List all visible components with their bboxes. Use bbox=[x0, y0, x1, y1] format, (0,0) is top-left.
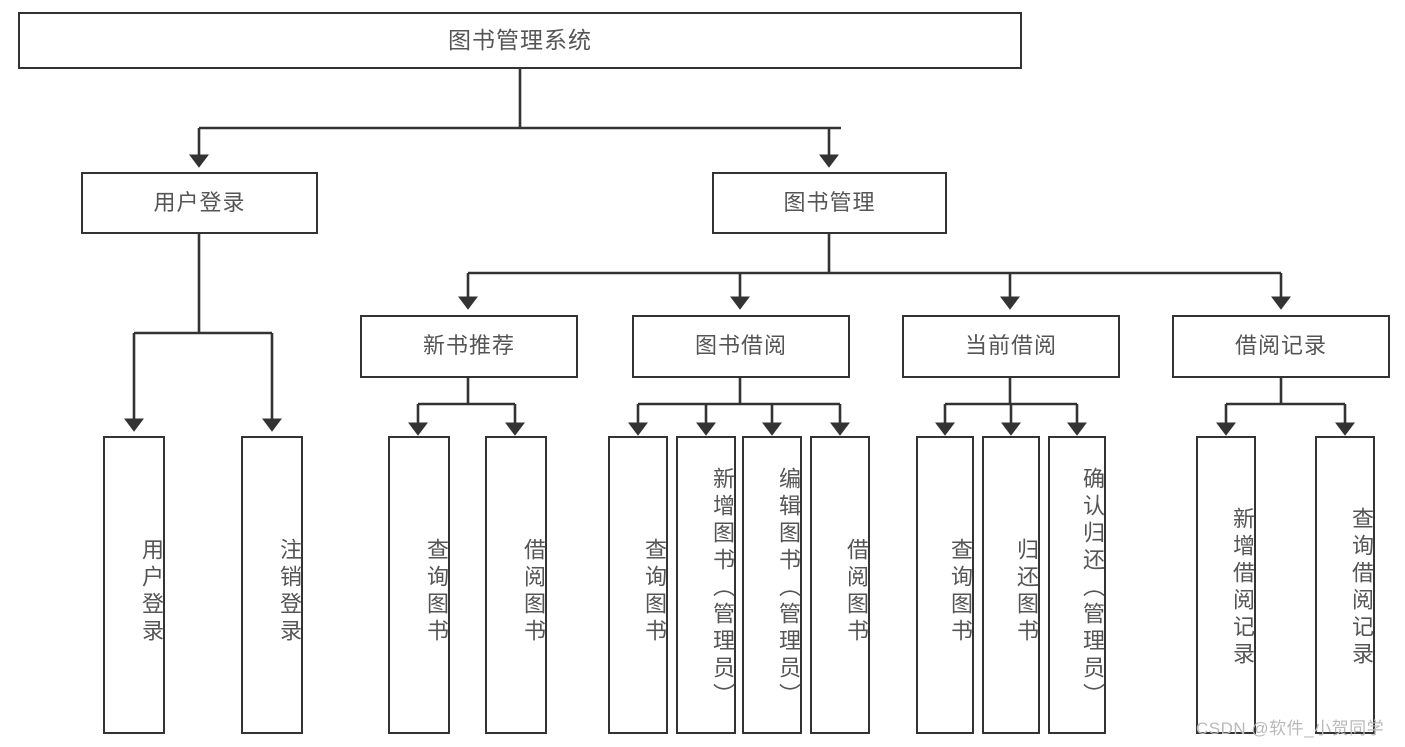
leaf-user-login-signout[interactable]: 注销登录 bbox=[241, 436, 303, 734]
node-label: 借阅图书 bbox=[844, 538, 869, 646]
node-label: 用户登录 bbox=[153, 189, 246, 215]
node-label: 图书借阅 bbox=[694, 333, 787, 359]
node-label: 查询图书 bbox=[948, 538, 973, 646]
leaf-record-add-record[interactable]: 新增借阅记录 bbox=[1196, 436, 1256, 734]
node-label: 编辑图书（管理员） bbox=[776, 466, 801, 710]
node-label: 借阅记录 bbox=[1234, 333, 1327, 359]
node-label: 查询借阅记录 bbox=[1349, 507, 1374, 669]
leaf-current-return-book[interactable]: 归还图书 bbox=[982, 436, 1040, 734]
leaf-current-query-book[interactable]: 查询图书 bbox=[916, 436, 974, 734]
leaf-user-login-signin[interactable]: 用户登录 bbox=[103, 436, 165, 734]
node-label: 用户登录 bbox=[139, 538, 164, 646]
node-label: 查询图书 bbox=[424, 538, 449, 646]
node-label: 查询图书 bbox=[642, 538, 667, 646]
node-root-system[interactable]: 图书管理系统 bbox=[18, 12, 1022, 69]
csdn-watermark: CSDN @软件_小贺同学 bbox=[1196, 719, 1385, 738]
node-label: 新增图书（管理员） bbox=[710, 466, 735, 710]
node-label: 借阅图书 bbox=[521, 538, 546, 646]
node-label: 新增借阅记录 bbox=[1230, 507, 1255, 669]
node-label: 当前借阅 bbox=[964, 333, 1057, 359]
leaf-borrow-borrow-book[interactable]: 借阅图书 bbox=[810, 436, 870, 734]
leaf-borrow-edit-book-admin[interactable]: 编辑图书（管理员） bbox=[742, 436, 802, 734]
node-borrow-record[interactable]: 借阅记录 bbox=[1172, 315, 1390, 378]
leaf-borrow-query-book[interactable]: 查询图书 bbox=[608, 436, 668, 734]
node-label: 确认归还（管理员） bbox=[1080, 466, 1105, 710]
node-book-borrow[interactable]: 图书借阅 bbox=[632, 315, 850, 378]
leaf-record-query-record[interactable]: 查询借阅记录 bbox=[1315, 436, 1375, 734]
node-label: 新书推荐 bbox=[422, 333, 515, 359]
node-user-login[interactable]: 用户登录 bbox=[81, 172, 318, 234]
node-label: 注销登录 bbox=[277, 538, 302, 646]
node-book-management[interactable]: 图书管理 bbox=[712, 172, 947, 234]
node-current-borrow[interactable]: 当前借阅 bbox=[902, 315, 1120, 378]
node-label: 归还图书 bbox=[1014, 538, 1039, 646]
leaf-new-book-borrow[interactable]: 借阅图书 bbox=[485, 436, 547, 734]
node-new-book-recommend[interactable]: 新书推荐 bbox=[360, 315, 578, 378]
node-label: 图书管理系统 bbox=[448, 26, 592, 53]
node-label: 图书管理 bbox=[783, 189, 876, 215]
leaf-new-book-query[interactable]: 查询图书 bbox=[388, 436, 450, 734]
leaf-borrow-add-book-admin[interactable]: 新增图书（管理员） bbox=[676, 436, 736, 734]
leaf-current-confirm-return-admin[interactable]: 确认归还（管理员） bbox=[1048, 436, 1106, 734]
